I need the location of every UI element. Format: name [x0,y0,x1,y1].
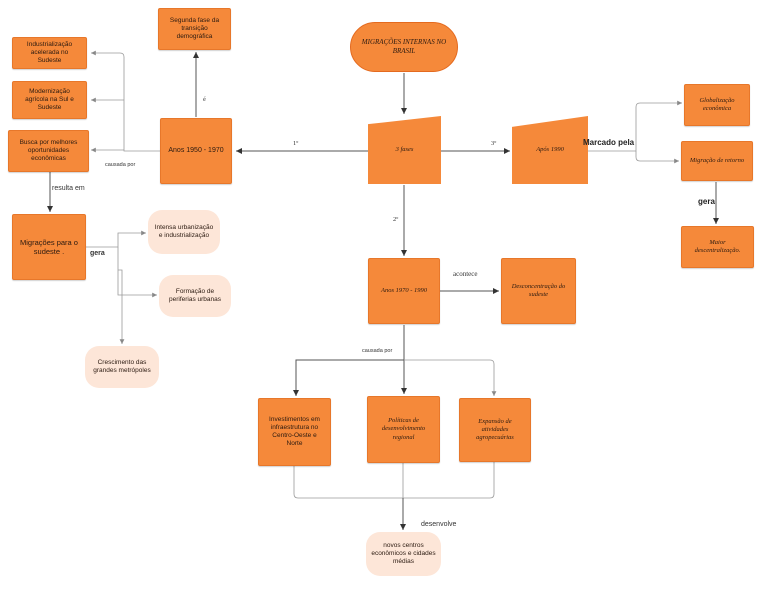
center-text: 3 fases [395,145,414,153]
edge-mid-investimentos [293,359,404,396]
left-phase-text: Anos 1950 - 1970 [168,146,224,154]
edge-to-globalizacao [588,100,682,152]
edge-to-retorno [635,151,679,164]
edge-to-metropoles [118,269,125,344]
label-marcado-pela: Marcado pela [583,138,635,147]
expansao-node: Expansão de atividades agropecuárias [459,398,531,462]
label-desenvolve: desenvolve [421,521,457,528]
metropoles-node: Crescimento das grandes metrópoles [85,346,159,388]
edge-to-periferias [117,247,157,298]
metropoles-text: Crescimento das grandes metrópoles [93,358,151,374]
migracoes-node: Migrações para o sudeste . [12,214,86,280]
investimentos-node: Investimentos em infraestrutura no Centr… [258,398,331,466]
industrializacao-node: Industrialização acelerada no Sudeste [12,37,87,69]
edge-to-industrializacao [91,50,160,152]
label-resulta-em: resulta em [52,185,85,192]
label-gera-1: gera [90,250,105,257]
descentralizacao-node: Maior descentralização. [681,226,754,268]
politicas-node: Políticas de desenvolvimento regional [367,396,440,463]
edge-to-urbanizacao [86,230,146,248]
retorno-text: Migração de retorno [689,156,745,164]
label-first: 1º [293,140,299,147]
label-causada-por-1: causada por [105,162,136,168]
label-acontece: acontece [453,270,478,278]
investimentos-text: Investimentos em infraestrutura no Centr… [269,415,320,448]
root-text: MIGRAÇÕES INTERNAS NO BRASIL [361,38,447,55]
desconcentracao-text: Desconcentração do sudeste [511,282,566,298]
desconcentracao-node: Desconcentração do sudeste [501,258,576,324]
left-top-node: Segunda fase da transição demográfica [158,8,231,50]
label-causada-por-2: causada por [362,348,393,354]
modernizacao-node: Modernização agrícola na Sul e Sudeste [12,81,87,119]
left-top-text: Segunda fase da transição demográfica [169,16,220,41]
descentralizacao-text: Maior descentralização. [694,238,741,254]
label-e: é [203,96,206,103]
urbanizacao-node: Intensa urbanização e industrialização [148,210,220,254]
modernizacao-text: Modernização agrícola na Sul e Sudeste [25,87,74,112]
right-phase-text: Após 1990 [536,145,564,153]
globalizacao-node: Globalização econômica [684,84,750,126]
edge-merge [293,462,495,499]
label-gera-2: gera [698,197,715,206]
label-second: 2º [393,216,399,223]
busca-node: Busca por melhores oportunidades econômi… [8,130,89,172]
retorno-node: Migração de retorno [681,141,753,181]
novos-centros-text: novos centros econômicos e cidades média… [371,541,436,566]
politicas-text: Políticas de desenvolvimento regional [381,417,426,441]
expansao-text: Expansão de atividades agropecuárias [476,417,514,442]
globalizacao-text: Globalização econômica [699,96,735,112]
urbanizacao-text: Intensa urbanização e industrialização [154,223,214,239]
busca-text: Busca por melhores oportunidades econômi… [19,138,78,163]
left-phase-node: Anos 1950 - 1970 [160,118,232,184]
industrializacao-text: Industrialização acelerada no Sudeste [26,40,73,65]
edge-mid-expansao [404,359,497,396]
root-node: MIGRAÇÕES INTERNAS NO BRASIL [350,22,458,72]
mid-phase-node: Anos 1970 - 1990 [368,258,440,324]
right-phase-node: Após 1990 [512,116,588,184]
periferias-node: Formação de periferias urbanas [159,275,231,317]
migracoes-text: Migrações para o sudeste . [20,237,78,256]
novos-centros-node: novos centros econômicos e cidades média… [366,532,441,576]
label-third: 3º [491,140,497,147]
mid-phase-text: Anos 1970 - 1990 [380,286,428,294]
periferias-text: Formação de periferias urbanas [168,287,222,303]
center-node: 3 fases [368,116,441,184]
